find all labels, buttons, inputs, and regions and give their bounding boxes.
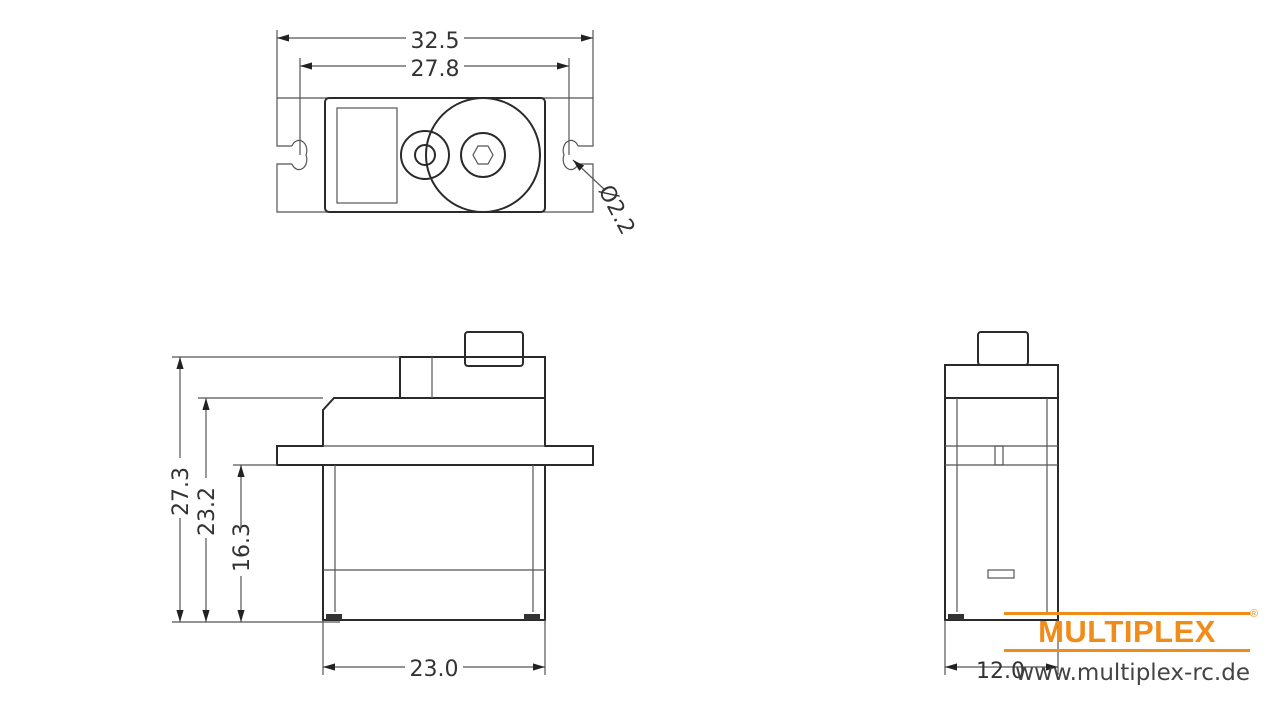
dim-hole-diameter: Ø2.2 xyxy=(593,181,640,239)
dim-height-flange: 16.3 xyxy=(230,523,255,572)
dim-height-overall: 27.3 xyxy=(169,467,194,516)
top-view: 32.5 27.8 Ø2.2 xyxy=(276,26,640,239)
dim-hole-spacing: 27.8 xyxy=(411,57,460,82)
side-view: 12.0 xyxy=(944,331,1059,684)
website-url[interactable]: www.multiplex-rc.de xyxy=(1015,660,1250,686)
dim-height-body: 23.2 xyxy=(195,487,220,536)
multiplex-logo: MULTIPLEX ® www.multiplex-rc.de xyxy=(1004,608,1258,686)
dim-width-overall: 32.5 xyxy=(411,29,460,54)
front-view: 27.3 23.2 16.3 23.0 xyxy=(168,331,594,682)
logo-wordmark: MULTIPLEX xyxy=(1004,612,1250,652)
registered-mark: ® xyxy=(1249,608,1258,620)
dim-width: 23.0 xyxy=(410,657,459,682)
dim-depth: 12.0 xyxy=(976,659,1025,684)
